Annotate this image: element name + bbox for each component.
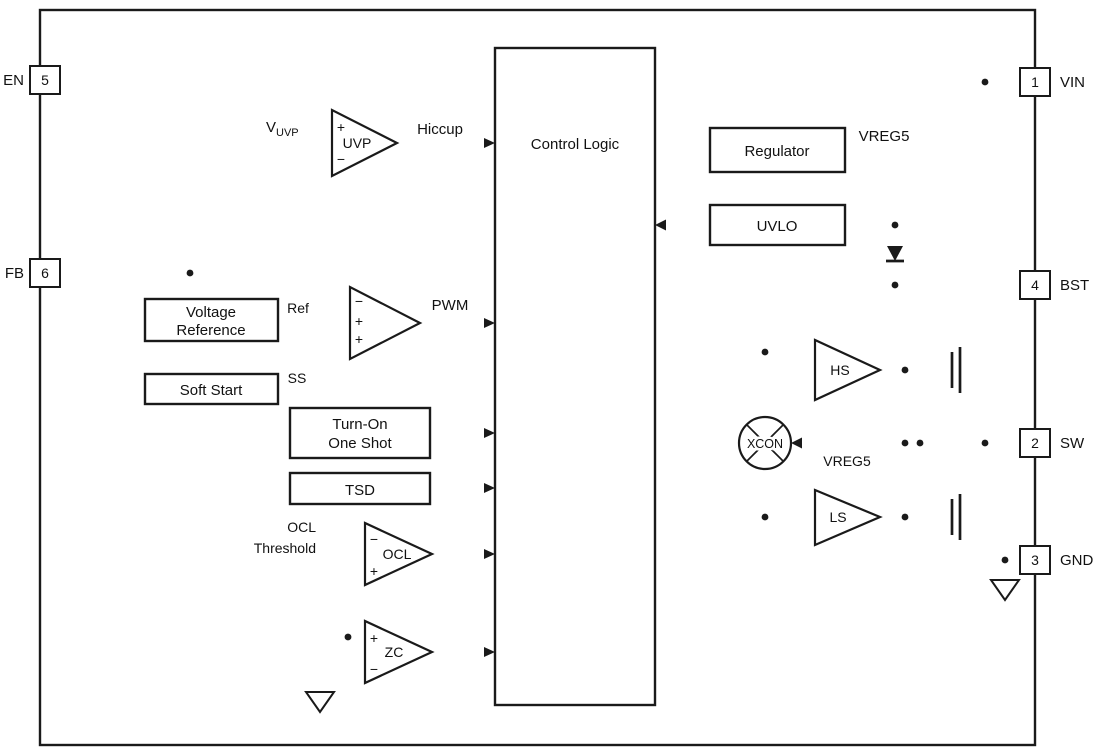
ref-label: Ref [287,300,309,316]
junction-gnd [1001,556,1009,564]
arrow-pwm [484,318,495,328]
zc-ground-symbol [304,691,336,714]
junction-vin [981,78,989,86]
pin-vin-box [1019,67,1051,97]
arrow-tsd [484,483,495,493]
bst-diode [886,246,904,263]
vreg5-label: VREG5 [859,128,910,145]
uvlo-label: UVLO [757,218,798,235]
junction-ls-gate [901,513,909,521]
arrow-ocl [484,549,495,559]
xcon-cross-line-2 [746,424,784,462]
uvlo-box [708,203,847,247]
zc-minus-sign: − [370,661,378,677]
hiccup-label: Hiccup [417,121,463,138]
ls-driver [813,488,883,547]
diode-triangle [887,246,903,261]
junction-sense [344,633,352,641]
ocl-plus-sign: + [370,563,378,579]
pin-sw-label: SW [1060,435,1085,452]
pin-gnd-box [1019,545,1051,575]
pin-en-label: EN [3,72,24,89]
pin-bst-number: 4 [1031,277,1039,293]
pin-vin-number: 1 [1031,74,1039,90]
pwm-label: PWM [432,297,469,314]
control-logic-box [493,46,657,707]
control-logic-label: Control Logic [531,136,620,153]
uvp-comparator [330,108,400,178]
one-shot-line1: Turn-On [332,416,387,433]
pin-en-box [29,65,61,95]
pwm-plus-sign-2: + [355,331,363,347]
junction-bst [891,281,899,289]
vuvp-label: VUVP [266,119,299,139]
pin-vin-label: VIN [1060,74,1085,91]
tsd-label: TSD [345,482,375,499]
pin-fb-number: 6 [41,265,49,281]
junction-sw-sense [916,439,924,447]
zc-label: ZC [385,644,404,660]
xcon-label: XCON [747,437,783,451]
pwm-plus-sign-1: + [355,313,363,329]
junction-fb [186,269,194,277]
uvp-label: UVP [343,135,372,151]
soft-start-label: Soft Start [180,382,243,399]
ss-label: SS [288,370,307,386]
pin-fb-label: FB [5,265,24,282]
arrow-hiccup [484,138,495,148]
pin-gnd-label: GND [1060,552,1094,569]
arrow-uvlo [655,219,666,231]
gnd-pin-ground-symbol [989,579,1021,602]
junction-dots [186,78,1009,641]
pin-bst-label: BST [1060,277,1089,294]
voltage-reference-line2: Reference [176,322,245,339]
pin-sw-number: 2 [1031,435,1039,451]
hs-driver [813,338,883,402]
ocl-label: OCL [383,546,412,562]
regulator-box [708,126,847,174]
voltage-reference-box [143,297,280,343]
pin-bst-box [1019,270,1051,300]
junction-vreg5-uvlo [891,221,899,229]
junction-ls-in [761,513,769,521]
one-shot-box [288,406,432,460]
ocl-comparator [363,521,435,587]
ocl-minus-sign: − [370,531,378,547]
arrow-xcon [791,437,802,449]
ls-driver-label: LS [829,509,846,525]
junction-hs-gate [901,366,909,374]
vuvp-label-v: V [266,119,276,136]
hs-driver-label: HS [830,362,849,378]
pin-fb-box [29,258,61,288]
pwm-minus-sign: − [355,293,363,309]
low-side-mosfet [950,494,962,540]
vuvp-label-sub: UVP [276,127,299,139]
zc-plus-sign: + [370,630,378,646]
pin-gnd-number: 3 [1031,552,1039,568]
zc-comparator [363,619,435,685]
soft-start-box [143,372,280,406]
ocl-threshold-line1: OCL [287,519,316,535]
arrowheads [484,138,802,657]
junction-hs-in [761,348,769,356]
ocl-threshold-line2: Threshold [254,540,316,556]
junction-sw [981,439,989,447]
arrow-oneshot [484,428,495,438]
arrow-zc [484,647,495,657]
uvp-minus-sign: − [337,151,345,167]
uvp-plus-sign: + [337,119,345,135]
one-shot-line2: One Shot [328,435,392,452]
voltage-reference-line1: Voltage [186,304,236,321]
regulator-label: Regulator [744,143,809,160]
pin-sw-box [1019,428,1051,458]
pin-en-number: 5 [41,72,49,88]
diagram-text: EN 5 FB 6 1 VIN 4 BST 2 SW 3 GND Control… [3,72,1093,677]
junction-xcon-tap [901,439,909,447]
high-side-mosfet [950,347,962,393]
tsd-box [288,471,432,506]
vreg5-ls-label: VREG5 [823,453,871,469]
pwm-comparator [348,285,423,361]
